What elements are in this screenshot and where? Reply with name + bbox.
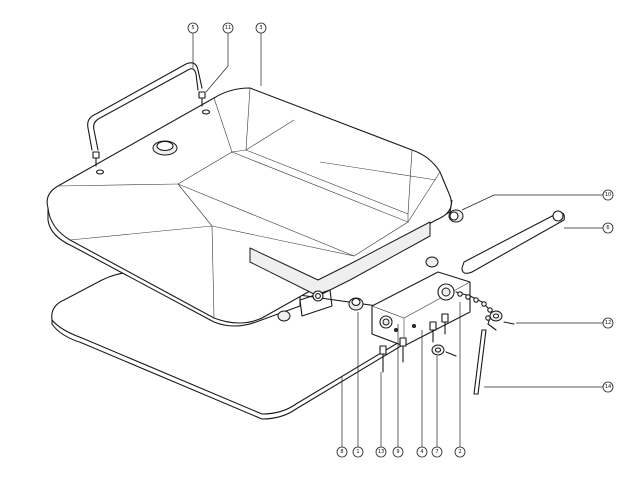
callout-1: 1 [352,446,364,458]
callout-9: 9 [392,446,404,458]
hinge-block [348,271,471,373]
callout-3: 3 [255,22,267,34]
svg-text:1: 1 [356,449,359,455]
leader-lines [192,33,603,447]
svg-text:4: 4 [420,449,423,455]
callout-5: 5 [187,22,199,34]
callout-12: 12 [602,317,614,329]
svg-text:5: 5 [191,25,194,31]
callout-13: 13 [375,446,387,458]
bumper-feet [277,209,464,322]
svg-text:7: 7 [435,449,438,455]
handle-bar [87,62,206,167]
svg-text:11: 11 [225,25,231,31]
svg-text:14: 14 [605,384,611,390]
svg-text:13: 13 [378,449,384,455]
svg-text:12: 12 [605,320,611,326]
callout-14: 14 [602,381,614,393]
callout-11: 11 [222,22,234,34]
svg-text:9: 9 [396,449,399,455]
svg-text:3: 3 [259,25,262,31]
callout-8: 8 [336,446,348,458]
chain-and-lever [455,291,515,395]
svg-text:2: 2 [458,449,461,455]
svg-text:6: 6 [606,225,609,231]
callout-4: 4 [416,446,428,458]
svg-text:10: 10 [605,192,611,198]
callout-10: 10 [602,189,614,201]
svg-text:8: 8 [340,449,343,455]
callout-2: 2 [454,446,466,458]
callout-7: 7 [431,446,443,458]
upper-plate [46,87,453,327]
callout-6: 6 [602,222,614,234]
rod [461,210,565,274]
